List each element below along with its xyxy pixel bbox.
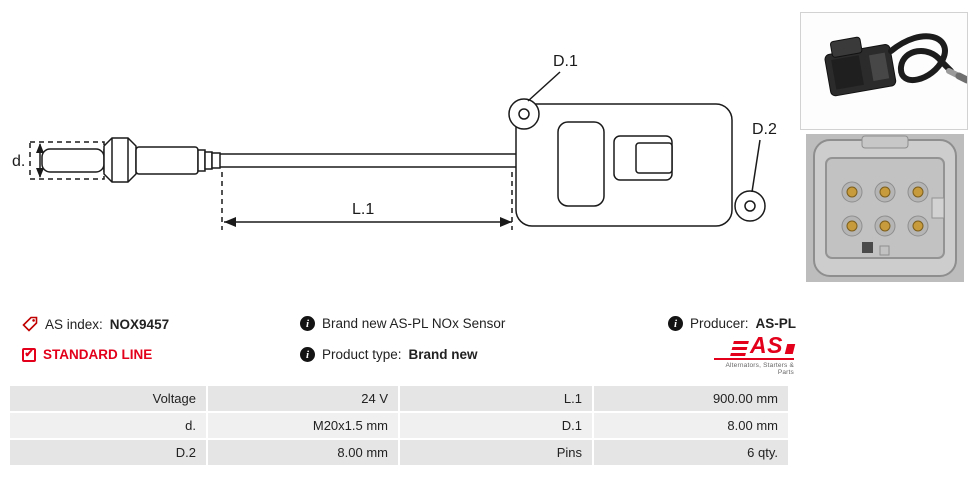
probe-tip bbox=[41, 148, 105, 173]
producer-row: i Producer: AS-PL bbox=[668, 316, 796, 331]
product-type-row: i Product type: Brand new bbox=[300, 347, 478, 362]
producer-value: AS-PL bbox=[755, 316, 797, 331]
sensor-photo-art bbox=[801, 13, 967, 129]
producer-label: Producer: bbox=[690, 316, 749, 331]
param-value: 6 qty. bbox=[594, 440, 788, 465]
as-logo-rule bbox=[714, 357, 794, 361]
param-value: 900.00 mm bbox=[594, 386, 788, 411]
info-icon: i bbox=[668, 316, 683, 331]
info-icon: i bbox=[300, 347, 315, 362]
product-type-value: Brand new bbox=[408, 347, 478, 362]
param-value: 8.00 mm bbox=[594, 413, 788, 438]
product-photo-sensor[interactable] bbox=[800, 12, 968, 130]
technical-drawing: d. L.1 D.1 D.2 bbox=[12, 53, 777, 230]
label-d1: D.1 bbox=[553, 53, 578, 70]
param-label: Pins bbox=[400, 440, 592, 465]
info-icon: i bbox=[300, 316, 315, 331]
param-label: D.1 bbox=[400, 413, 592, 438]
mounting-hole-d1 bbox=[518, 108, 530, 120]
param-label: D.2 bbox=[10, 440, 206, 465]
sensor-body bbox=[135, 146, 199, 175]
checkbox-icon: ✔ bbox=[22, 347, 36, 362]
as-index-value: NOX9457 bbox=[109, 316, 170, 332]
leader-d2 bbox=[751, 139, 761, 193]
standard-line-label: STANDARD LINE bbox=[43, 347, 153, 362]
label-l1: L.1 bbox=[352, 201, 374, 218]
product-photo-connector[interactable] bbox=[806, 134, 964, 282]
standard-line-row: ✔ STANDARD LINE bbox=[22, 347, 152, 362]
param-label: d. bbox=[10, 413, 206, 438]
product-type-label: Product type: bbox=[322, 347, 402, 362]
param-label: Voltage bbox=[10, 386, 206, 411]
as-index-label: AS index: bbox=[45, 316, 103, 332]
parameters-table: Voltage 24 V L.1 900.00 mm d. M20x1.5 mm… bbox=[10, 386, 790, 465]
leader-d1 bbox=[527, 71, 561, 102]
hex-nut bbox=[103, 137, 137, 183]
param-label: L.1 bbox=[400, 386, 592, 411]
as-index-row: AS index: NOX9457 bbox=[22, 316, 169, 332]
label-d: d. bbox=[12, 153, 25, 170]
product-description: Brand new AS-PL NOx Sensor bbox=[322, 316, 506, 331]
connector-photo-art bbox=[806, 134, 964, 282]
label-d2: D.2 bbox=[752, 121, 777, 138]
as-logo-flag-icon bbox=[784, 343, 796, 354]
param-value: M20x1.5 mm bbox=[208, 413, 398, 438]
as-pl-logo: AS Alternators, Starters & Parts bbox=[714, 332, 796, 377]
as-logo-bars-icon bbox=[730, 340, 749, 356]
param-value: 8.00 mm bbox=[208, 440, 398, 465]
description-row: i Brand new AS-PL NOx Sensor bbox=[300, 316, 505, 331]
mounting-hole-d2 bbox=[744, 200, 756, 212]
as-logo-caption: Alternators, Starters & Parts bbox=[725, 362, 794, 377]
param-value: 24 V bbox=[208, 386, 398, 411]
as-logo-text: AS bbox=[750, 332, 783, 358]
tag-icon bbox=[22, 316, 38, 332]
